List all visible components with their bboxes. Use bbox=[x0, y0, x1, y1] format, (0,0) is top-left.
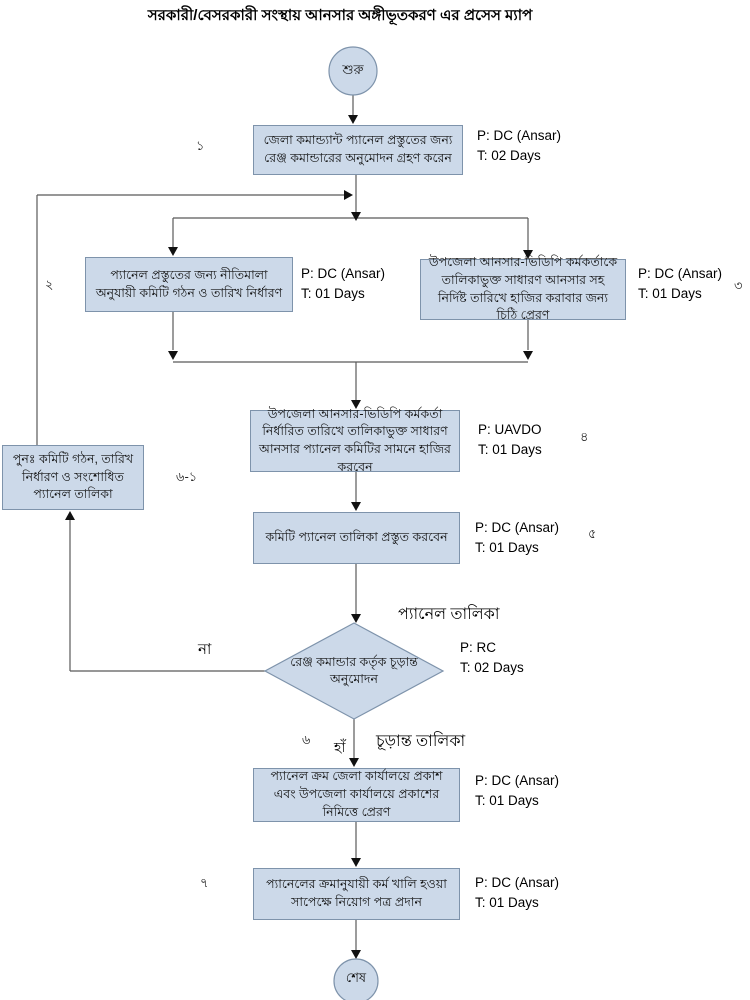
pt-decision-t: T: 02 Days bbox=[460, 660, 524, 675]
pt-step1-p: P: DC (Ansar) bbox=[477, 128, 562, 143]
arrow-into-step3 bbox=[523, 250, 533, 259]
step7-number: ৭ bbox=[200, 875, 209, 890]
pt-step7-p: P: DC (Ansar) bbox=[475, 875, 560, 890]
revision-number: ৬-১ bbox=[176, 469, 198, 484]
start-terminal-shape bbox=[328, 46, 378, 96]
step4-number: ৪ bbox=[580, 429, 589, 444]
edge-label-no: না bbox=[198, 641, 212, 658]
pt-step4-t: T: 01 Days bbox=[478, 442, 542, 457]
pt-step2: P: DC (Ansar) T: 01 Days bbox=[301, 264, 385, 304]
arrow-into-step7 bbox=[351, 858, 361, 867]
process-step5: কমিটি প্যানেল তালিকা প্রস্তুত করবেন bbox=[253, 512, 460, 564]
arrow-feedback-join bbox=[344, 190, 353, 200]
arrow-into-step4 bbox=[351, 400, 361, 409]
pt-decision-p: P: RC bbox=[460, 640, 497, 655]
pt-decision: P: RC T: 02 Days bbox=[460, 638, 524, 678]
pt-step3-t: T: 01 Days bbox=[638, 286, 702, 301]
arrow-into-branch bbox=[351, 212, 361, 221]
connector-lines bbox=[36, 95, 529, 950]
pt-step4-p: P: UAVDO bbox=[478, 422, 542, 437]
pt-step6: P: DC (Ansar) T: 01 Days bbox=[475, 771, 559, 811]
process-revision: পুনঃ কমিটি গঠন, তারিখ নির্ধারণ ও সংশোধিত… bbox=[2, 445, 144, 510]
pt-step1-t: T: 02 Days bbox=[477, 148, 541, 163]
process-step7: প্যানেলের ক্রমানুযায়ী কর্ম খালি হওয়া স… bbox=[253, 868, 460, 920]
process-step1: জেলা কমান্ড্যান্ট প্যানেল প্রস্তুতের জন্… bbox=[253, 125, 463, 175]
pt-step5: P: DC (Ansar) T: 01 Days bbox=[475, 518, 559, 558]
pt-step2-p: P: DC (Ansar) bbox=[301, 266, 386, 281]
pt-step3: P: DC (Ansar) T: 01 Days bbox=[638, 264, 722, 304]
page-title: সরকারী/বেসরকারী সংস্থায় আনসার অঙ্গীভূতক… bbox=[147, 7, 533, 24]
end-terminal-shape bbox=[333, 958, 379, 1000]
arrow-into-step1 bbox=[348, 115, 358, 124]
step5-number: ৫ bbox=[588, 526, 597, 541]
arrow-into-step5 bbox=[351, 502, 361, 511]
arrow-step2-merge bbox=[168, 351, 178, 360]
step1-number: ১ bbox=[196, 138, 205, 153]
edge-label-final-list: চূড়ান্ত তালিকা bbox=[376, 733, 466, 750]
arrow-step3-merge bbox=[523, 351, 533, 360]
arrow-into-revision bbox=[65, 511, 75, 520]
pt-step2-t: T: 01 Days bbox=[301, 286, 365, 301]
step2-number: ২ bbox=[45, 277, 54, 292]
step3-number: ৩ bbox=[734, 278, 743, 293]
arrow-into-step6 bbox=[349, 758, 359, 767]
arrow-into-step2 bbox=[168, 247, 178, 256]
pt-step3-p: P: DC (Ansar) bbox=[638, 266, 723, 281]
pt-step7: P: DC (Ansar) T: 01 Days bbox=[475, 873, 559, 913]
pt-step5-t: T: 01 Days bbox=[475, 540, 539, 555]
pt-step4: P: UAVDO T: 01 Days bbox=[478, 420, 542, 460]
pt-step5-p: P: DC (Ansar) bbox=[475, 520, 560, 535]
pt-step6-t: T: 01 Days bbox=[475, 793, 539, 808]
process-step4: উপজেলা আনসার-ভিডিপি কর্মকর্তা নির্ধারিত … bbox=[250, 407, 460, 474]
arrow-into-end bbox=[351, 950, 361, 959]
process-step6: প্যানেল ক্রম জেলা কার্যালয়ে প্রকাশ এবং … bbox=[253, 768, 460, 822]
decision-number: ৬ bbox=[302, 732, 311, 747]
arrowheads bbox=[65, 115, 533, 959]
process-step2: প্যানেল প্রস্তুতের জন্য নীতিমালা অনুযায়… bbox=[85, 257, 293, 312]
edge-label-yes: হাঁ bbox=[334, 739, 346, 755]
pt-step1: P: DC (Ansar) T: 02 Days bbox=[477, 126, 561, 166]
pt-step6-p: P: DC (Ansar) bbox=[475, 773, 560, 788]
pt-step7-t: T: 01 Days bbox=[475, 895, 539, 910]
process-step3: উপজেলা আনসার-ভিডিপি কর্মকর্তাকে তালিকাভু… bbox=[420, 255, 626, 322]
arrow-into-decision bbox=[351, 614, 361, 623]
decision-diamond-shape bbox=[263, 622, 445, 720]
edge-label-panel-list: প্যানেল তালিকা bbox=[398, 606, 500, 623]
